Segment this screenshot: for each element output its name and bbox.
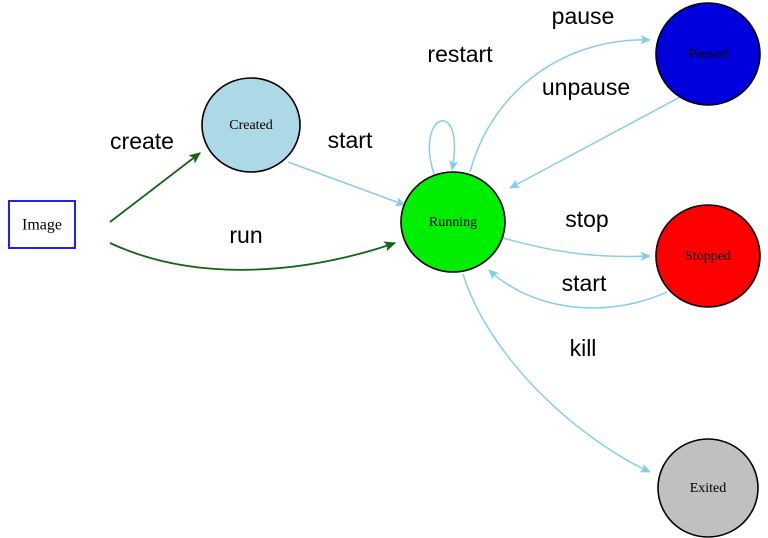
edge-label-start-stopped: start — [562, 270, 607, 296]
node-stopped-circle — [655, 204, 761, 308]
node-image-rect — [8, 200, 76, 249]
node-paused-label: Paused — [688, 47, 728, 62]
node-running-circle — [400, 171, 506, 273]
node-running[interactable]: Running — [400, 171, 506, 273]
edge-stop-path — [502, 237, 652, 261]
node-image[interactable]: Image — [8, 200, 76, 249]
edge-labels-layer: create run start restart pause unpause s… — [110, 3, 630, 361]
edge-label-stop: stop — [565, 206, 608, 232]
edge-pause-path — [469, 35, 652, 173]
node-running-label: Running — [429, 215, 477, 230]
edge-label-kill: kill — [570, 335, 597, 361]
edge-label-start-created: start — [328, 127, 373, 153]
edge-unpause-path — [509, 95, 683, 189]
edge-label-restart: restart — [427, 41, 493, 67]
node-image-label: Image — [22, 217, 62, 234]
node-exited[interactable]: Exited — [657, 438, 759, 538]
edge-restart-path — [428, 120, 459, 175]
node-exited-label: Exited — [690, 481, 727, 496]
edge-run-path — [109, 241, 397, 271]
edge-create-path — [109, 152, 201, 223]
node-paused[interactable]: Paused — [655, 2, 761, 106]
edge-start-created-path — [287, 161, 406, 207]
edge-label-create: create — [110, 128, 174, 154]
node-exited-circle — [657, 438, 759, 538]
node-stopped-label: Stopped — [685, 249, 731, 264]
node-paused-circle — [655, 2, 761, 106]
edges-layer — [109, 35, 683, 473]
edge-start-stopped-path — [488, 269, 668, 309]
node-created-label: Created — [229, 118, 273, 133]
edge-label-unpause: unpause — [542, 74, 630, 100]
edge-kill-path — [462, 273, 651, 473]
edge-label-run: run — [229, 222, 262, 248]
node-created-circle — [201, 77, 301, 173]
node-created[interactable]: Created — [201, 77, 301, 173]
node-stopped[interactable]: Stopped — [655, 204, 761, 308]
edge-label-pause: pause — [552, 3, 615, 29]
nodes-layer: Image Created Running Paused Stopped Exi — [8, 2, 761, 538]
